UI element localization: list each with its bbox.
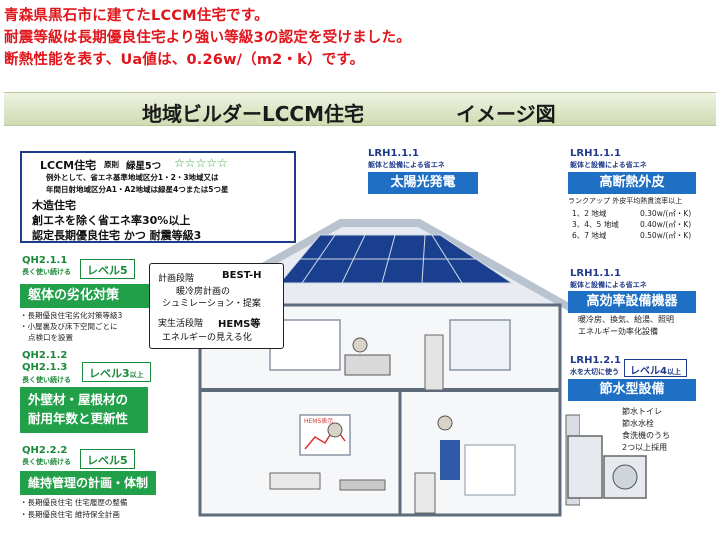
- callout-line-3: シュミレーション・提案: [162, 299, 261, 309]
- lrh121-title: 節水型設備: [568, 379, 696, 401]
- qh211-tag: 長く使い続ける: [22, 268, 71, 276]
- infobox-line-1: 例外として、省エネ基準地域区分1・2・3地域又は: [46, 173, 219, 182]
- lrh121-note-3: 食洗機のうち: [622, 431, 670, 440]
- lrh111-b-code: LRH1.1.1: [570, 268, 621, 279]
- callout-line-4a: 実生活段階: [158, 319, 204, 329]
- lrh111-b-note-2: エネルギー効率化設備: [578, 327, 658, 336]
- infobox-line-4: 創エネを除く省エネ率30%以上: [32, 214, 191, 227]
- insulation-value: 0.50w/(㎡・K): [640, 231, 692, 240]
- infobox-head-note: 原則: [104, 160, 119, 169]
- solar-panel-icon: [278, 234, 514, 284]
- infobox-head: LCCM住宅: [40, 159, 97, 172]
- qh212-level-suffix: 以上: [129, 371, 144, 379]
- header-line-3: 断熱性能を表す、Ua値は、0.26w/（m2・k）です。: [4, 52, 365, 68]
- callout-line-1a: 計画段階: [158, 274, 195, 284]
- outdoor-unit-icon: [567, 435, 647, 499]
- callout-line-1b: BEST-H: [222, 270, 262, 281]
- infobox-head-green: 緑星5つ: [126, 161, 162, 172]
- lrh121-note-1: 節水トイレ: [622, 407, 662, 416]
- hems-monitor-icon: [299, 414, 351, 456]
- lrh111-a-tag: 躯体と設備による省エネ: [570, 161, 647, 169]
- qh211-title: 躯体の劣化対策: [20, 284, 152, 308]
- lccm-info-box: LCCM住宅 原則 緑星5つ ☆☆☆☆☆ 例外として、省エネ基準地域区分1・2・…: [20, 151, 296, 243]
- qh222-tag: 長く使い続ける: [22, 458, 71, 466]
- qh222-note-2: ・長期優良住宅 維持保全計画: [20, 510, 120, 519]
- infobox-line-3: 木造住宅: [32, 199, 76, 212]
- lrh111-b-tag: 躯体と設備による省エネ: [570, 281, 647, 289]
- qh212-title-2: 耐用年数と更新性: [28, 411, 129, 426]
- qh222-level: レベル5: [80, 449, 135, 469]
- qh212-title-1: 外壁材・屋根材の: [28, 392, 129, 407]
- callout-line-5: エネルギーの見える化: [162, 333, 252, 343]
- header-line-2: 耐震等級は長期優良住宅より強い等級3の認定を受けました。: [4, 30, 411, 46]
- solar-code: LRH1.1.1: [368, 148, 419, 159]
- lrh121-note-2: 節水水栓: [622, 419, 654, 428]
- qh212-code: QH2.1.2: [22, 350, 68, 361]
- insulation-value: 0.30w/(㎡・K): [640, 209, 692, 218]
- qh212-level: レベル3以上: [82, 362, 151, 382]
- callout-line-4b: HEMS等: [218, 319, 261, 330]
- qh212-level-text: レベル3: [89, 367, 130, 380]
- qh222-code: QH2.2.2: [22, 445, 68, 456]
- insulation-value: 0.40w/(㎡・K): [640, 220, 692, 229]
- banner-subtitle: イメージ図: [456, 102, 556, 126]
- planning-callout: 計画段階 BEST-H 暖冷房計画の シュミレーション・提案 実生活段階 HEM…: [149, 263, 284, 349]
- qh211-level: レベル5: [80, 259, 135, 279]
- solar-title: 太陽光発電: [368, 172, 478, 194]
- qh213-code: QH2.1.3: [22, 362, 68, 373]
- qh212-title: 外壁材・屋根材の 耐用年数と更新性: [20, 387, 148, 433]
- hems-label: HEMS表示: [304, 417, 333, 425]
- lrh111-a-title: 高断熱外皮: [568, 172, 696, 194]
- lrh121-note-4: 2つ以上採用: [622, 443, 668, 452]
- insulation-region: 1、2 地域: [572, 209, 607, 218]
- header-line-1: 青森県黒石市に建てたLCCM住宅です。: [4, 8, 269, 24]
- star-rating-icon: ☆☆☆☆☆: [174, 156, 228, 170]
- qh211-note-3: 点検口を設置: [28, 333, 73, 342]
- qh212-tag: 長く使い続ける: [22, 376, 71, 384]
- lrh121-level-text: レベル4: [630, 366, 667, 377]
- qh211-code: QH2.1.1: [22, 255, 68, 266]
- infobox-line-2: 年間日射地域区分A1・A2地域は緑星4つまたは5つ星: [46, 185, 229, 194]
- lrh121-level: レベル4以上: [624, 359, 687, 377]
- qh222-title: 維持管理の計画・体制: [20, 471, 156, 495]
- banner-title: 地域ビルダーLCCM住宅: [142, 102, 365, 126]
- lrh111-a-code: LRH1.1.1: [570, 148, 621, 159]
- qh222-note-1: ・長期優良住宅 住宅履歴の整備: [20, 498, 128, 507]
- lrh111-b-note-1: 暖冷房、換気、給湯、照明: [578, 315, 674, 324]
- lrh111-a-note-head: ランクアップ 外皮平均熱貫流率以上: [568, 197, 683, 205]
- lrh121-tag: 水を大切に使う: [570, 368, 619, 376]
- house-illustration: HEMS表示: [180, 219, 580, 517]
- callout-line-2: 暖冷房計画の: [176, 287, 231, 297]
- insulation-region: 6、7 地域: [572, 231, 607, 240]
- lrh121-code: LRH1.2.1: [570, 355, 621, 366]
- infobox-line-5: 認定長期優良住宅 かつ 耐震等級3: [32, 229, 202, 242]
- insulation-region: 3、4、5 地域: [572, 220, 619, 229]
- lrh121-level-suffix: 以上: [666, 368, 681, 376]
- qh211-note-2: ・小屋裏及び床下空間ごとに: [20, 322, 118, 331]
- solar-tag: 躯体と設備による省エネ: [368, 161, 445, 169]
- title-banner: 地域ビルダーLCCM住宅 イメージ図: [4, 92, 716, 126]
- qh211-note-1: ・長期優良住宅劣化対策等級3: [20, 311, 123, 320]
- lrh111-b-title: 高効率設備機器: [568, 291, 696, 313]
